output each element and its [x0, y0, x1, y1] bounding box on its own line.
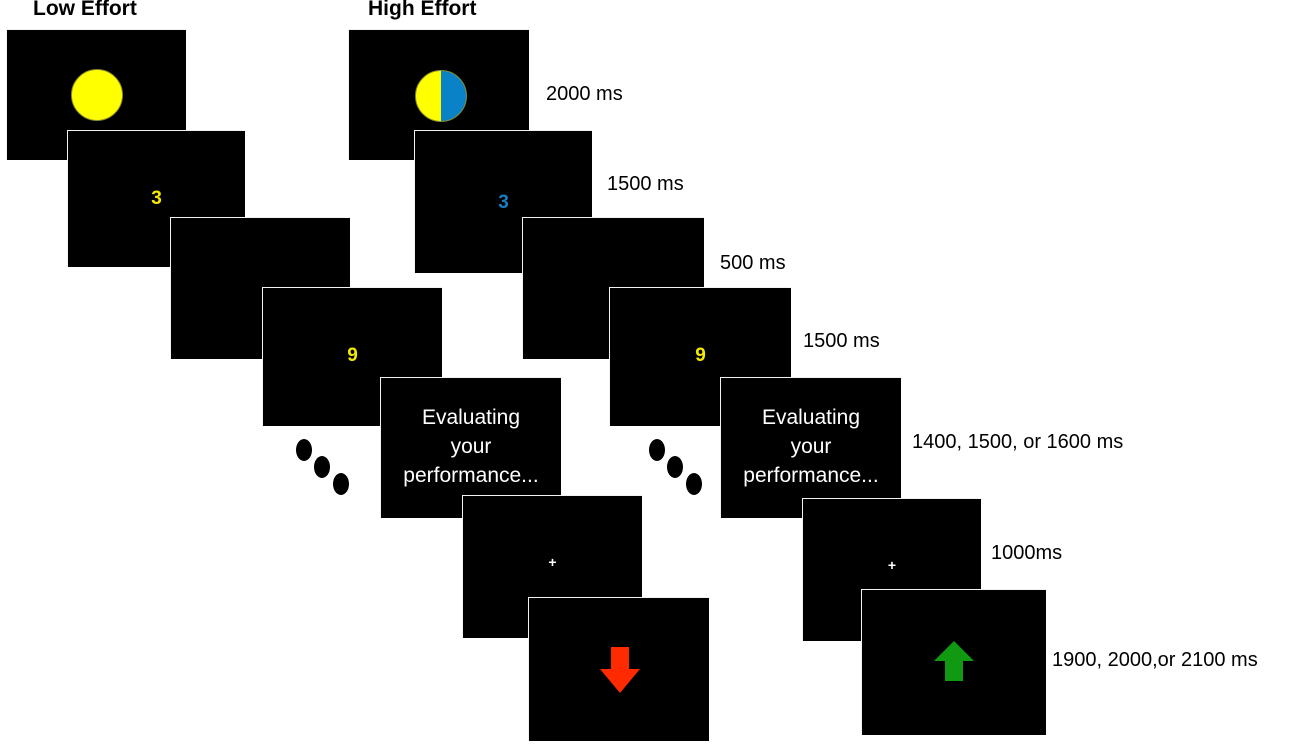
timing-fixation: 1000ms: [991, 542, 1063, 564]
feedback-line-2: your: [790, 435, 832, 458]
low-target-digit: 9: [347, 345, 358, 366]
yellow-blue-circle-icon: [415, 70, 467, 122]
yellow-circle-icon: [71, 69, 123, 121]
high-effort-title: High Effort: [368, 0, 477, 20]
low-feedback-screen: Evaluating your performance...: [380, 377, 561, 518]
feedback-line-3: performance...: [403, 464, 539, 487]
feedback-line-1: Evaluating: [421, 406, 521, 429]
high-target-digit: 9: [695, 345, 706, 366]
ellipsis-dots-icon: [667, 456, 683, 478]
feedback-line-1: Evaluating: [761, 406, 861, 429]
timing-blank: 500 ms: [720, 252, 786, 274]
high-cue-screen: [348, 29, 529, 160]
timing-target: 1500 ms: [803, 330, 880, 352]
timing-cue: 2000 ms: [546, 83, 623, 105]
low-cue-digit: 3: [151, 188, 162, 209]
timing-feedback: 1400, 1500, or 1600 ms: [912, 431, 1124, 453]
high-cue-digit: 3: [498, 192, 509, 213]
ellipsis-dots-icon: [649, 439, 665, 461]
low-fixation-cross: +: [548, 554, 557, 570]
high-feedback-screen: Evaluating your performance...: [720, 377, 901, 518]
timing-cue-digit: 1500 ms: [607, 173, 684, 195]
ellipsis-dots-icon: [314, 456, 330, 478]
ellipsis-dots-icon: [686, 473, 702, 495]
ellipsis-dots-icon: [333, 473, 349, 495]
high-fixation-cross: +: [887, 557, 897, 573]
feedback-line-3: performance...: [743, 464, 879, 487]
green-up-arrow-icon: [934, 641, 974, 681]
high-outcome-screen: [861, 589, 1046, 735]
feedback-line-2: your: [450, 435, 492, 458]
ellipsis-dots-icon: [296, 439, 312, 461]
timing-outcome: 1900, 2000,or 2100 ms: [1052, 649, 1258, 671]
low-effort-title: Low Effort: [33, 0, 137, 20]
low-outcome-screen: [528, 597, 709, 741]
red-down-arrow-icon: [600, 647, 640, 693]
high-feedback-text: Evaluating your performance...: [721, 403, 901, 490]
low-feedback-text: Evaluating your performance...: [381, 403, 561, 490]
